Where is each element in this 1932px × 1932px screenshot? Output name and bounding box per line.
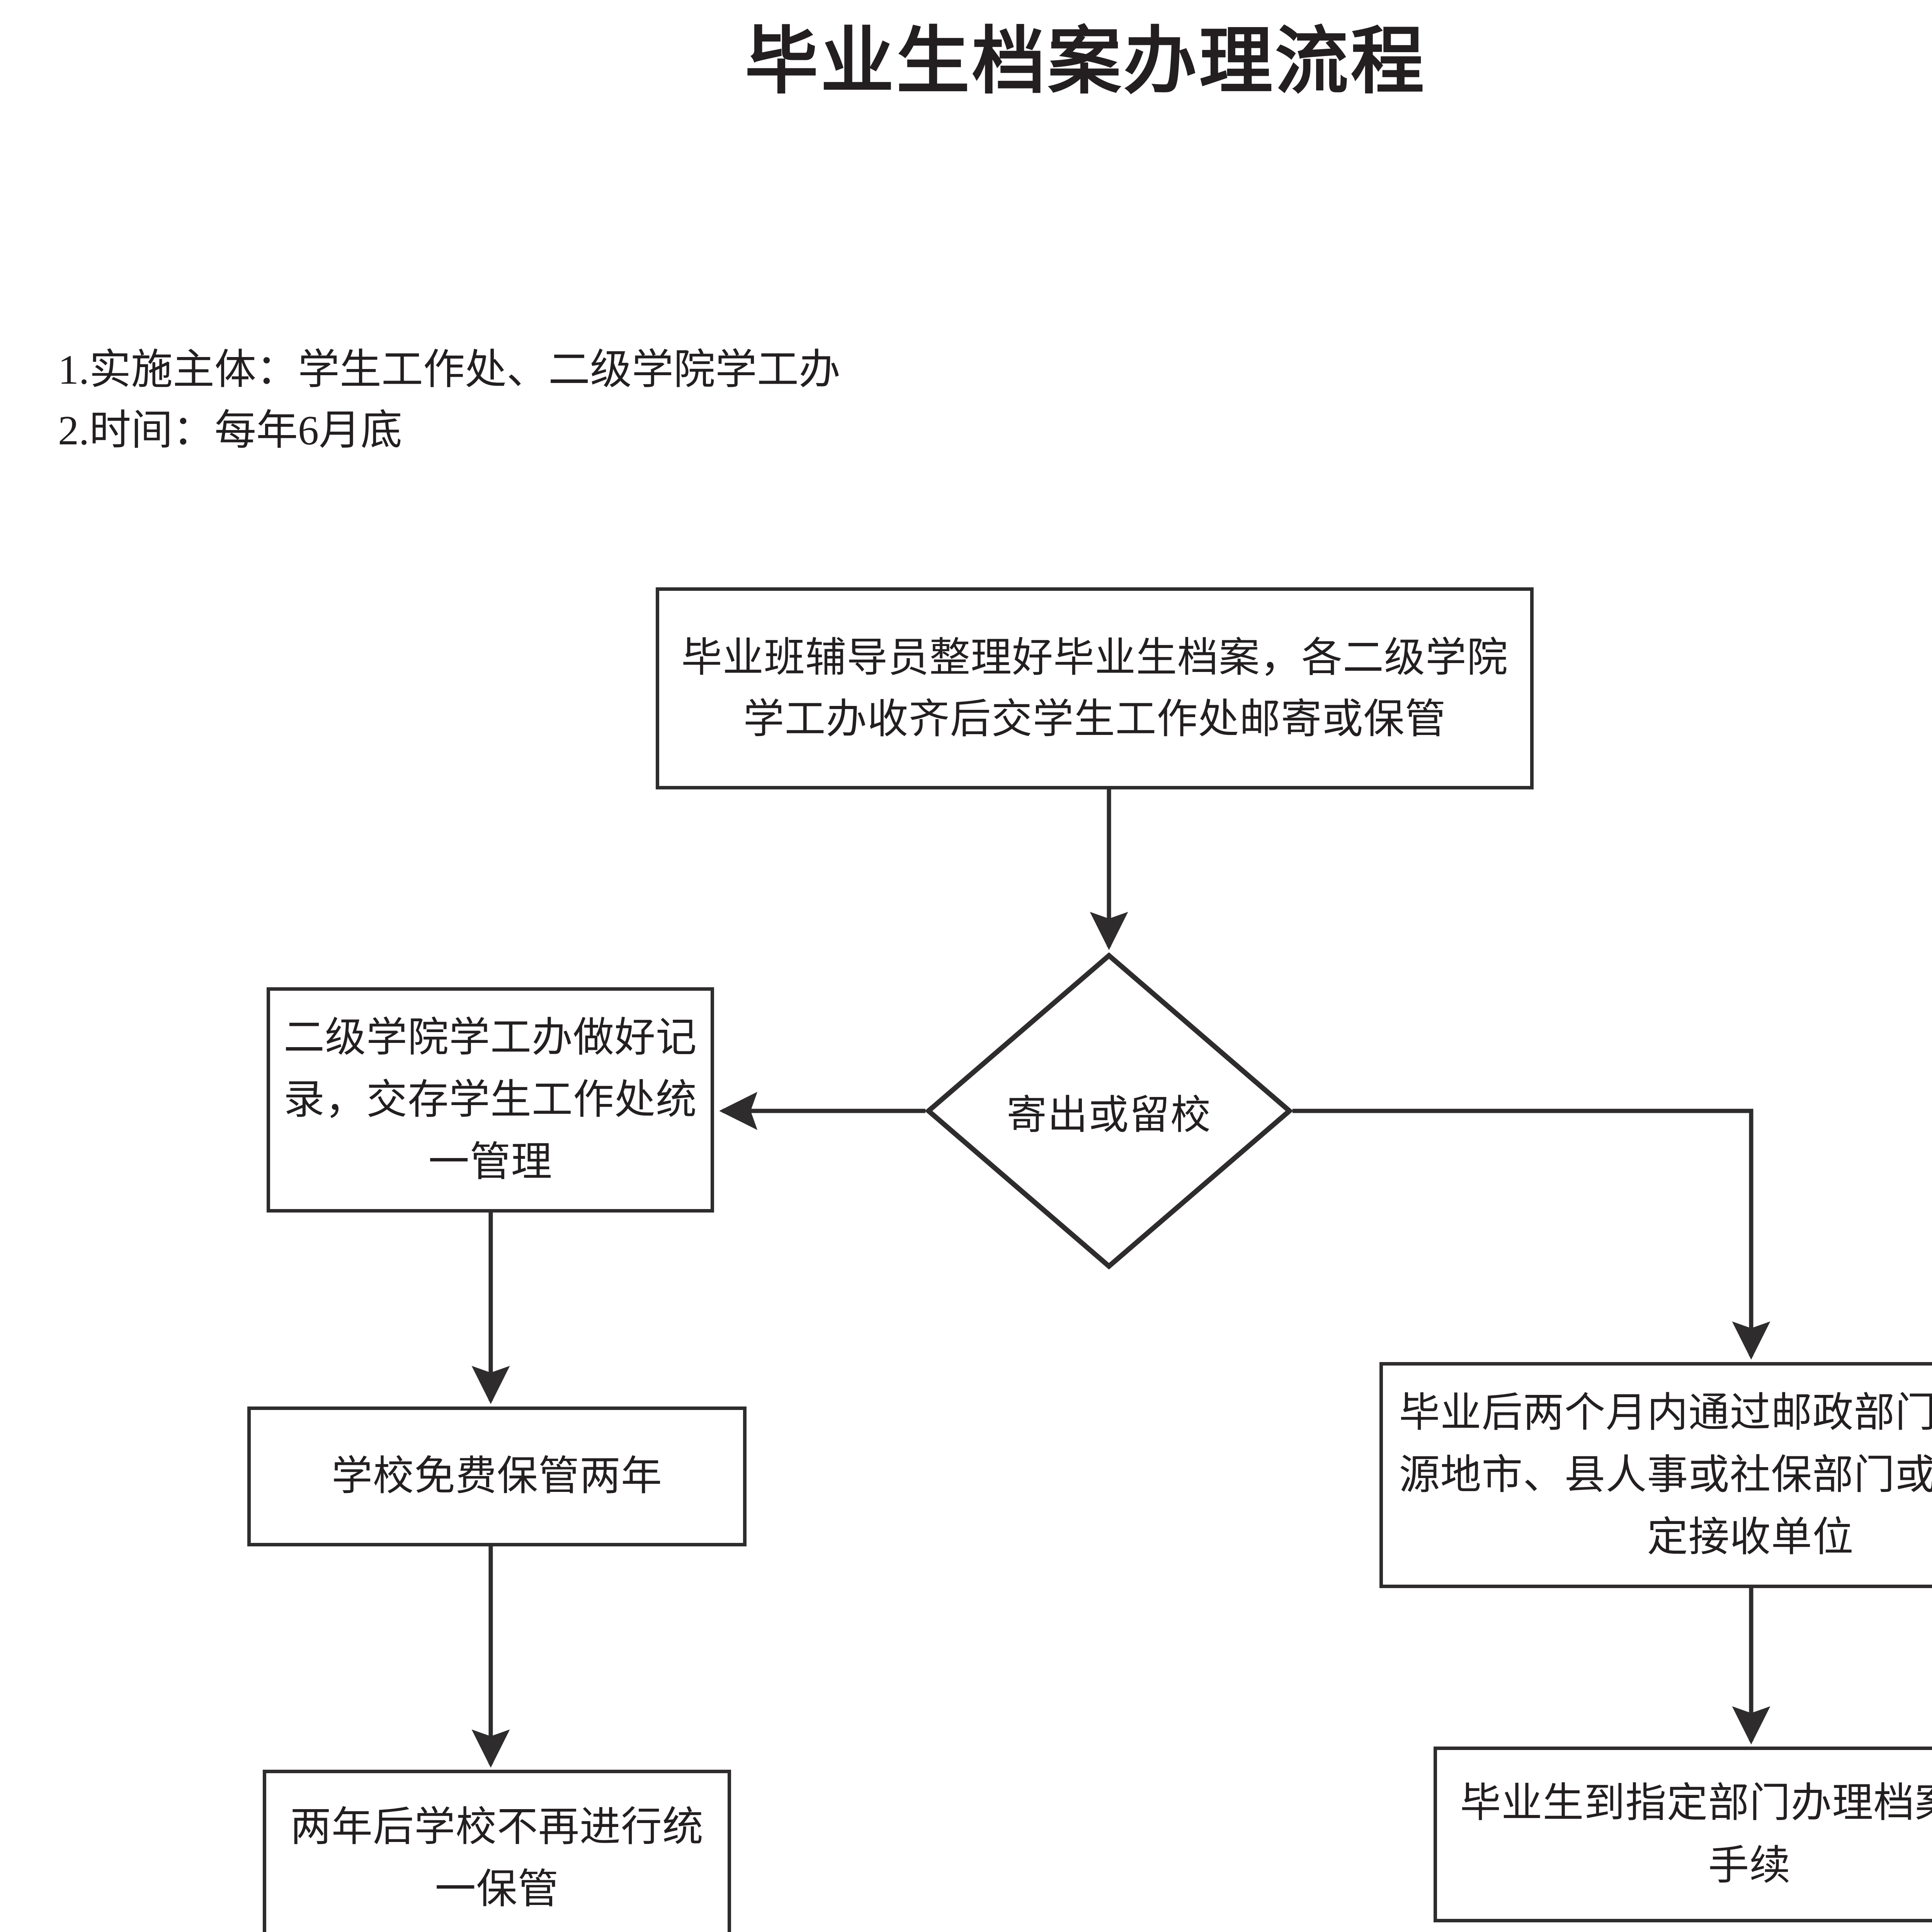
flow-node-keep-two-years[interactable]: 学校免费保管两年: [247, 1406, 747, 1546]
flow-node-mail-out[interactable]: 毕业后两个月内通过邮政部门邮寄回生源地市、县人事或社保部门或毕业生制定接收单位: [1379, 1362, 1932, 1588]
flow-node-record-label: 二级学院学工办做好记录，交存学生工作处统一管理: [284, 1015, 697, 1185]
flow-node-mail-out-label: 毕业后两个月内通过邮政部门邮寄回生源地市、县人事或社保部门或毕业生制定接收单位: [1399, 1390, 1932, 1560]
notes-block: 1.实施主体：学生工作处、二级学院学工办 2.时间：每年6月底: [58, 340, 840, 461]
edge-decision-to-mail: [1293, 1109, 1770, 1360]
note-line-2: 2.时间：每年6月底: [58, 407, 403, 454]
flow-node-handover[interactable]: 毕业生到指定部门办理档案托管手续: [1434, 1747, 1932, 1922]
page-title: 毕业生档案办理流程: [745, 19, 1427, 104]
flow-node-collect-label: 毕业班辅导员整理好毕业生档案，各二级学院学工办收齐后交学生工作处邮寄或保管: [681, 635, 1508, 742]
flow-node-collect[interactable]: 毕业班辅导员整理好毕业生档案，各二级学院学工办收齐后交学生工作处邮寄或保管: [656, 587, 1534, 789]
flow-node-after-two-years-label: 两年后学校不再进行统一保管: [290, 1804, 704, 1912]
note-line-1: 1.实施主体：学生工作处、二级学院学工办: [58, 347, 841, 393]
flow-node-decision-label: 寄出或留校: [1006, 1093, 1211, 1138]
flow-node-handover-label: 毕业生到指定部门办理档案托管手续: [1460, 1781, 1932, 1888]
flow-node-record[interactable]: 二级学院学工办做好记录，交存学生工作处统一管理: [267, 987, 714, 1213]
flow-node-keep-two-years-label: 学校免费保管两年: [332, 1454, 662, 1499]
diamond-shape: [925, 952, 1293, 1269]
flow-node-decision[interactable]: 寄出或留校: [925, 952, 1293, 1269]
flow-node-after-two-years[interactable]: 两年后学校不再进行统一保管: [263, 1770, 731, 1932]
